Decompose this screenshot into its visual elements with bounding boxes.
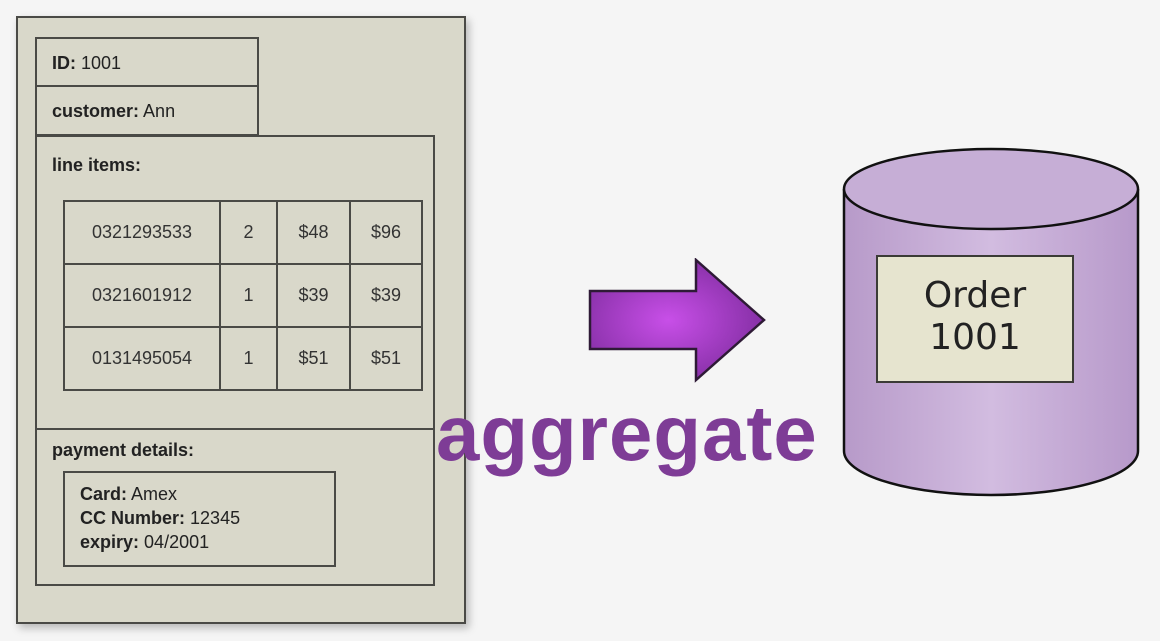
payment-details-section: payment details: Card: Amex CC Number: 1…	[35, 428, 435, 586]
cc-number-row: CC Number: 12345	[80, 506, 334, 530]
quantity-cell: 2	[219, 200, 278, 265]
expiry-value: 04/2001	[144, 532, 210, 552]
order-record-number: 1001	[929, 317, 1021, 358]
price-cell: $51	[276, 326, 351, 391]
isbn-cell: 0131495054	[63, 326, 221, 391]
price-cell: $39	[276, 263, 351, 328]
card-value: Amex	[131, 484, 178, 504]
cc-number-label: CC Number:	[80, 508, 186, 528]
expiry-row: expiry: 04/2001	[80, 530, 334, 554]
quantity-cell: 1	[219, 263, 278, 328]
order-document: ID: 1001 customer: Ann line items: 03212…	[16, 16, 466, 624]
line-items-heading: line items:	[52, 155, 142, 175]
customer-field: customer: Ann	[35, 85, 259, 136]
payment-details-heading: payment details:	[52, 440, 195, 460]
payment-card-box: Card: Amex CC Number: 12345 expiry: 04/2…	[63, 471, 336, 567]
total-cell: $96	[349, 200, 423, 265]
card-row: Card: Amex	[80, 482, 334, 506]
order-record: Order 1001	[876, 255, 1074, 383]
isbn-cell: 0321601912	[63, 263, 221, 328]
cc-number-value: 12345	[190, 508, 241, 528]
card-label: Card:	[80, 484, 128, 504]
expiry-label: expiry:	[80, 532, 140, 552]
total-cell: $39	[349, 263, 423, 328]
customer-label: customer:	[52, 101, 140, 121]
order-id-value: 1001	[81, 53, 122, 73]
aggregate-label: aggregate	[436, 389, 818, 477]
customer-value: Ann	[143, 101, 176, 121]
order-record-title: Order	[923, 275, 1027, 316]
order-id-label: ID:	[52, 53, 76, 73]
quantity-cell: 1	[219, 326, 278, 391]
order-id-field: ID: 1001	[35, 37, 259, 87]
right-arrow-icon	[588, 258, 766, 383]
isbn-cell: 0321293533	[63, 200, 221, 265]
price-cell: $48	[276, 200, 351, 265]
total-cell: $51	[349, 326, 423, 391]
